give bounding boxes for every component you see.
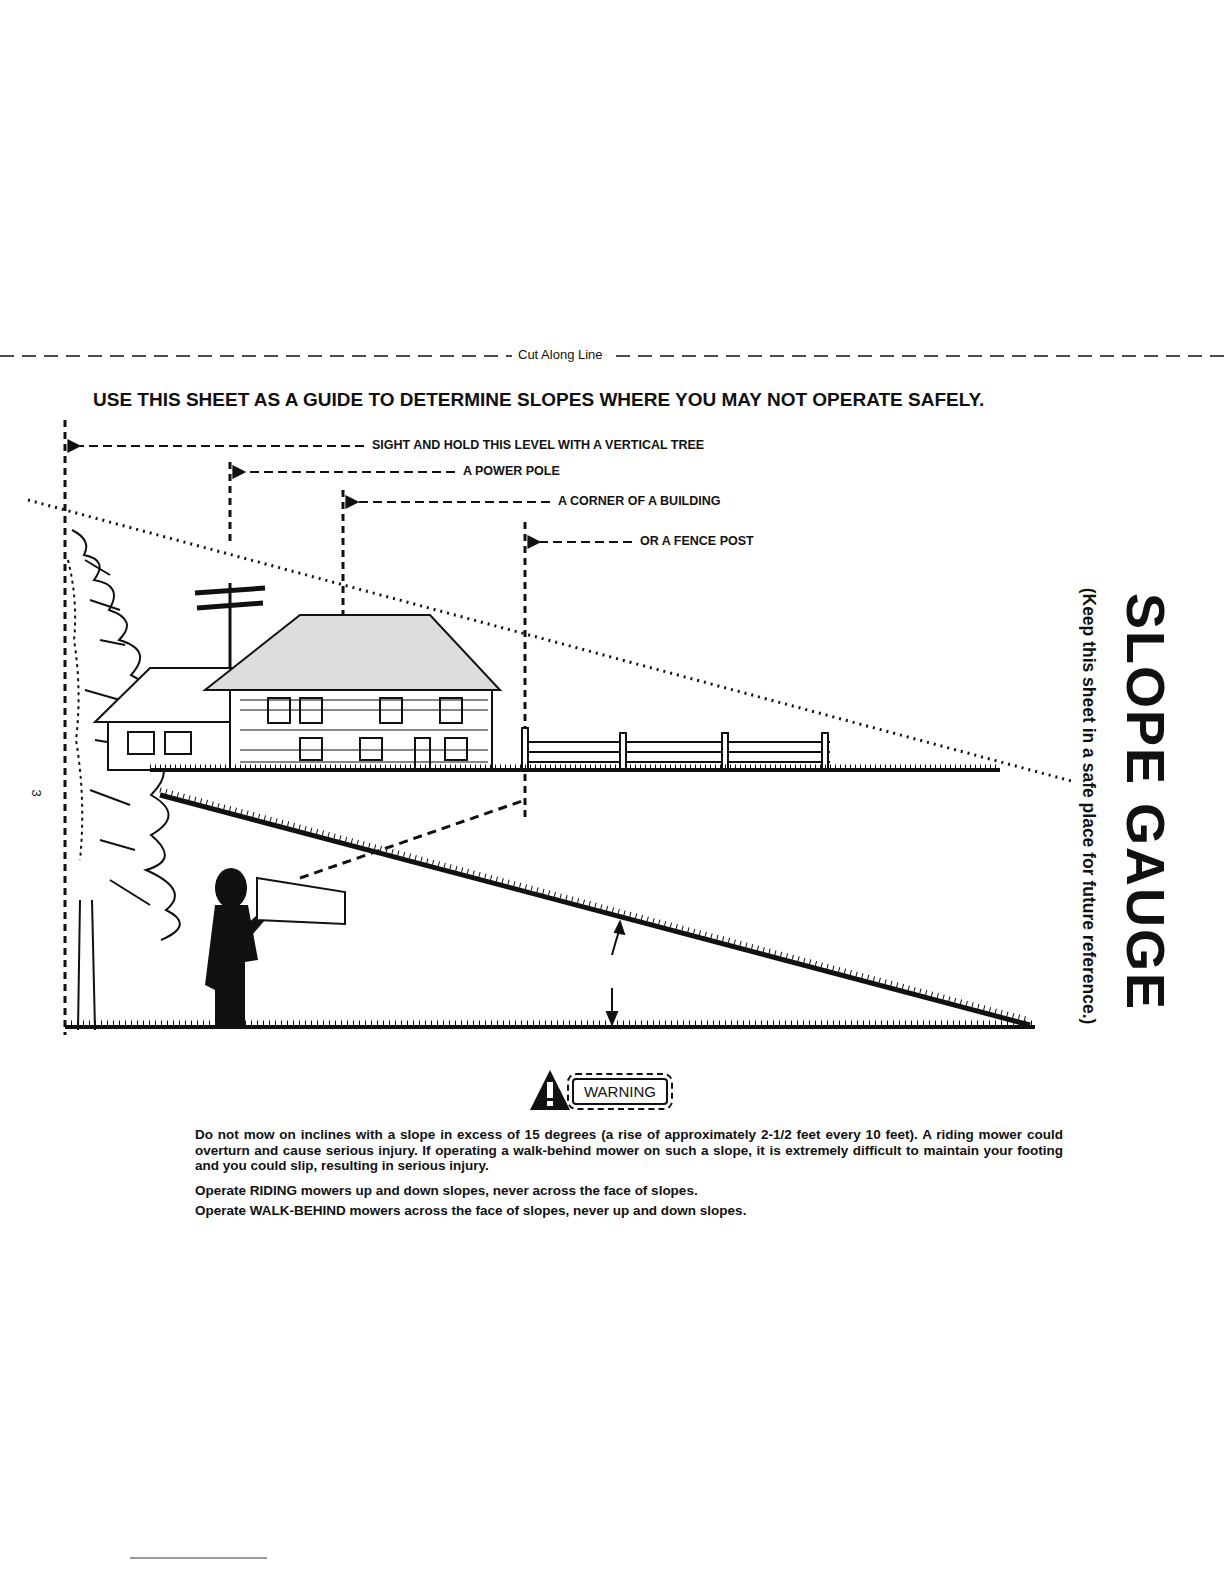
fence-post-label: OR A FENCE POST	[640, 534, 754, 548]
sight-line	[28, 500, 1075, 782]
person	[205, 800, 525, 1027]
fence	[522, 728, 830, 770]
ground	[65, 767, 1035, 1027]
warning-symbol	[530, 1070, 570, 1110]
cut-line	[0, 356, 1224, 357]
label-pointers	[80, 446, 632, 542]
keep-note: (Keep this sheet in a safe place for fut…	[1078, 588, 1099, 1025]
page-number: 3	[29, 789, 44, 796]
sight-instruction: SIGHT AND HOLD THIS LEVEL WITH A VERTICA…	[372, 438, 704, 452]
warning-box: WARNING	[572, 1078, 668, 1105]
house	[95, 615, 500, 770]
walk-behind-instruction: Operate WALK-BEHIND mowers across the fa…	[195, 1203, 746, 1218]
cut-line-label: Cut Along Line	[512, 347, 609, 362]
vertical-guides	[65, 420, 525, 1035]
warning-word: WARNING	[584, 1083, 656, 1100]
page-rule	[130, 1558, 267, 1559]
page-title: USE THIS SHEET AS A GUIDE TO DETERMINE S…	[93, 389, 984, 411]
warning-text: Do not mow on inclines with a slope in e…	[195, 1127, 1063, 1174]
pole-label: A POWER POLE	[463, 464, 560, 478]
riding-instruction: Operate RIDING mowers up and down slopes…	[195, 1183, 698, 1198]
sheet-heading: SLOPE GAUGE	[1115, 593, 1177, 1011]
building-label: A CORNER OF A BUILDING	[558, 494, 721, 508]
tree	[68, 530, 180, 1030]
angle-arrows	[607, 922, 624, 1024]
